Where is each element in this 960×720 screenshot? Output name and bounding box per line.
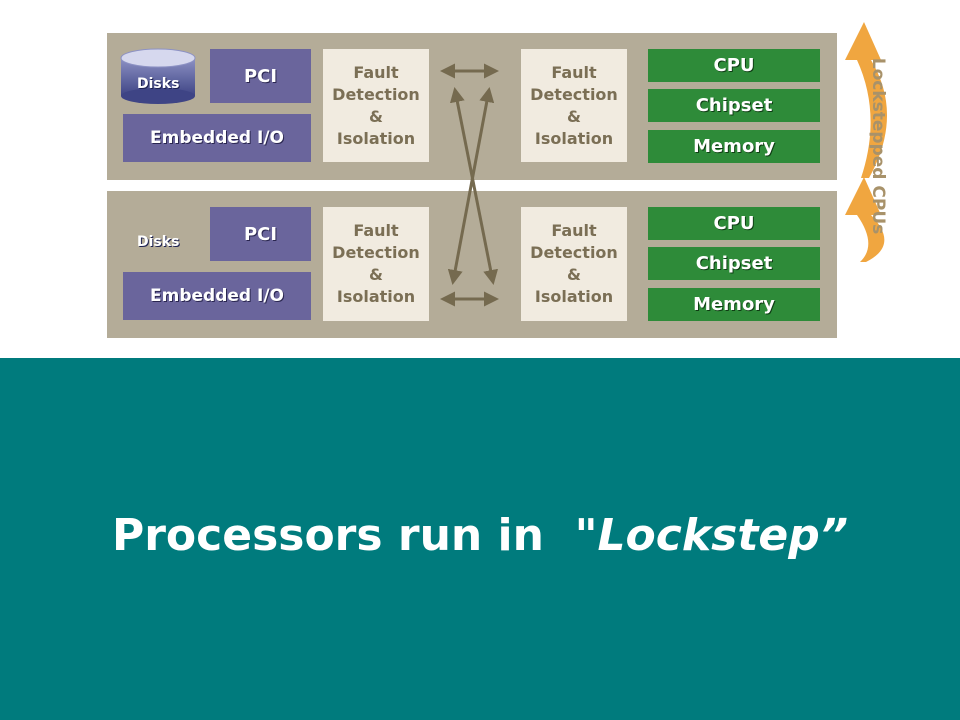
disks-label: Disks: [137, 76, 180, 92]
chipset-box: Chipset: [648, 89, 820, 122]
cpu-label: CPU: [713, 55, 755, 76]
fault-detection-box-right: Fault Detection & Isolation: [521, 207, 627, 321]
fault-detection-box-left: Fault Detection & Isolation: [323, 49, 429, 162]
fault-text-line: Detection: [332, 84, 420, 104]
fault-text-line: Detection: [530, 243, 618, 262]
fault-text-line: Isolation: [336, 128, 416, 148]
memory-label: Memory: [693, 136, 775, 157]
fault-text-line: &: [369, 265, 383, 284]
pci-box: PCI: [210, 49, 311, 103]
fault-text-line: Fault: [353, 62, 399, 82]
cpu-label: CPU: [713, 213, 755, 234]
cpu-box: CPU: [648, 207, 820, 240]
fault-text-line: &: [567, 106, 581, 126]
embedded-io-label: Embedded I/O: [150, 286, 284, 306]
fault-text-line: Isolation: [534, 287, 614, 306]
disks-label: Disks: [137, 234, 180, 250]
pci-label: PCI: [243, 65, 278, 87]
fault-detection-box-left: Fault Detection & Isolation: [323, 207, 429, 321]
fault-detection-box-right: Fault Detection & Isolation: [521, 49, 627, 162]
embedded-io-box: Embedded I/O: [123, 272, 311, 320]
fault-text-line: Isolation: [336, 287, 416, 306]
fault-text-line: Fault: [551, 221, 597, 240]
fault-text-line: &: [567, 265, 581, 284]
cpu-box: CPU: [648, 49, 820, 82]
slide-title: Processors run in "Lockstep”: [0, 510, 960, 561]
memory-label: Memory: [693, 294, 775, 315]
memory-box: Memory: [648, 130, 820, 163]
title-background: [0, 358, 960, 720]
fault-text-line: Fault: [353, 221, 399, 240]
lockstepped-cpus-label: Lockstepped CPUs: [868, 57, 888, 235]
fault-text-line: Detection: [530, 84, 618, 104]
title-prefix: Processors run in ": [111, 510, 598, 561]
pci-box: PCI: [210, 207, 311, 261]
fault-text-line: &: [369, 106, 383, 126]
fault-text-line: Detection: [332, 243, 420, 262]
title-emphasis: Lockstep: [597, 510, 820, 561]
chipset-label: Chipset: [695, 253, 773, 274]
fault-text-line: Fault: [551, 62, 597, 82]
chipset-label: Chipset: [695, 95, 773, 116]
pci-label: PCI: [243, 223, 278, 245]
embedded-io-box: Embedded I/O: [123, 114, 311, 162]
chipset-box: Chipset: [648, 247, 820, 280]
embedded-io-label: Embedded I/O: [150, 128, 284, 148]
fault-text-line: Isolation: [534, 128, 614, 148]
memory-box: Memory: [648, 288, 820, 321]
title-suffix: ”: [819, 510, 849, 561]
